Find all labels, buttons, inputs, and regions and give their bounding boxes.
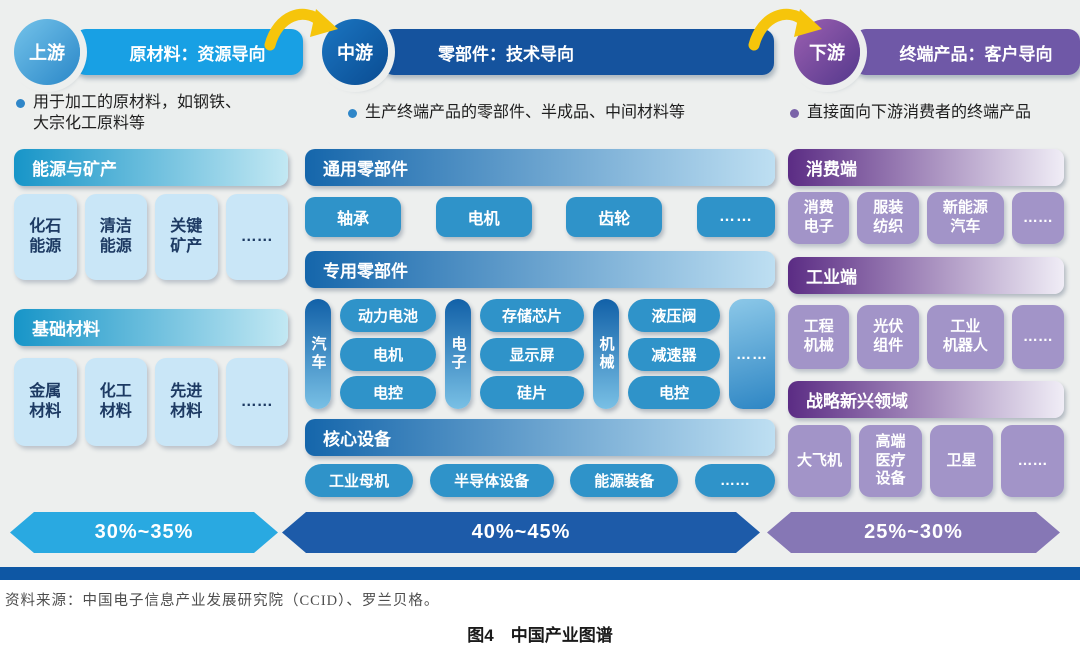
- source-note: 资料来源：中国电子信息产业发展研究院（CCID）、罗兰贝格。: [5, 593, 440, 609]
- strategic-emerging-cards: 大飞机 高端 医疗 设备 卫星 ……: [788, 425, 1064, 497]
- upstream-description: 用于加工的原材料，如钢铁、 大宗化工原料等: [16, 93, 316, 135]
- card-clean-energy: 清洁 能源: [84, 194, 147, 280]
- special-components-groups: 汽车 动力电池 电机 电控 电子 存储芯片 显示屏 硅片 机械 液压阀 减速器 …: [305, 299, 775, 409]
- machinery-items: 液压阀 减速器 电控: [628, 299, 720, 409]
- downstream-circle-label: 下游: [809, 43, 845, 63]
- item-silicon: 硅片: [480, 376, 584, 409]
- automotive-items: 动力电池 电机 电控: [340, 299, 436, 409]
- upstream-description-text: 用于加工的原材料，如钢铁、 大宗化工原料等: [33, 94, 242, 132]
- upstream-column: 能源与矿产 化石 能源 清洁 能源 关键 矿产 …… 基础材料 金属 材料 化工…: [14, 149, 288, 446]
- item-bearing: 轴承: [305, 197, 401, 237]
- upstream-share-ribbon: 30%~35%: [10, 512, 278, 553]
- upstream-header-bar: 原材料：资源导向: [74, 29, 303, 75]
- diagram-panel: 原材料：资源导向 上游 零部件：技术导向 中游 终端产品：客户导向 下游 用于加…: [0, 0, 1080, 580]
- card-pv-modules: 光伏 组件: [857, 305, 919, 369]
- downstream-header-bar: 终端产品：客户导向: [854, 29, 1080, 75]
- card-consumer-electronics: 消费 电子: [788, 192, 850, 244]
- card-satellite: 卫星: [930, 425, 993, 497]
- upstream-header-label: 原材料：资源导向: [129, 44, 266, 64]
- figure-caption: 图4 中国产业图谱: [467, 626, 613, 645]
- group-label-electronics: 电子: [445, 299, 471, 409]
- downstream-column: 消费端 消费 电子 服装 纺织 新能源 汽车 …… 工业端 工程 机械 光伏 组…: [788, 149, 1065, 497]
- consumer-cards: 消费 电子 服装 纺织 新能源 汽车 ……: [788, 192, 1065, 244]
- flow-arrow-icon: [264, 8, 338, 51]
- item-e-control: 电控: [628, 376, 720, 409]
- section-header-energy-minerals: 能源与矿产: [14, 149, 288, 186]
- item-gear: 齿轮: [566, 197, 663, 237]
- basic-materials-cards: 金属 材料 化工 材料 先进 材料 ……: [14, 358, 288, 446]
- card-apparel-textile: 服装 纺织: [857, 192, 919, 244]
- item-e-control: 电控: [340, 376, 436, 409]
- group-more: ……: [729, 299, 775, 409]
- upstream-circle: 上游: [14, 19, 80, 85]
- item-power-battery: 动力电池: [340, 299, 436, 332]
- group-label-machinery: 机械: [593, 299, 619, 409]
- industrial-cards: 工程 机械 光伏 组件 工业 机器人 ……: [788, 305, 1065, 369]
- bullet-dot-icon: [348, 109, 357, 118]
- upstream-circle-label: 上游: [29, 43, 65, 63]
- item-semi-equipment: 半导体设备: [429, 464, 554, 497]
- midstream-description: 生产终端产品的零部件、半成品、中间材料等: [348, 103, 778, 124]
- item-hydraulic-valve: 液压阀: [628, 299, 720, 332]
- item-motor: 电机: [435, 197, 532, 237]
- card-more: ……: [1011, 192, 1065, 244]
- section-header-industrial: 工业端: [788, 257, 1064, 294]
- section-header-consumer: 消费端: [788, 149, 1064, 186]
- downstream-header-label: 终端产品：客户导向: [899, 44, 1053, 64]
- group-label-automotive: 汽车: [305, 299, 331, 409]
- section-header-strategic-emerging: 战略新兴领域: [788, 381, 1064, 418]
- card-industrial-robots: 工业 机器人: [926, 305, 1004, 369]
- energy-minerals-cards: 化石 能源 清洁 能源 关键 矿产 ……: [14, 194, 288, 280]
- downstream-share-ribbon: 25%~30%: [767, 512, 1060, 553]
- bullet-dot-icon: [790, 109, 799, 118]
- item-machine-tools: 工业母机: [305, 464, 413, 497]
- card-fossil-energy: 化石 能源: [14, 194, 77, 280]
- card-large-aircraft: 大飞机: [788, 425, 851, 497]
- card-advanced-materials: 先进 材料: [155, 358, 218, 446]
- downstream-description: 直接面向下游消费者的终端产品: [790, 103, 1075, 124]
- section-header-basic-materials: 基础材料: [14, 309, 288, 346]
- card-nev: 新能源 汽车: [926, 192, 1004, 244]
- midstream-circle-label: 中游: [337, 43, 373, 63]
- item-energy-equipment: 能源装备: [570, 464, 679, 497]
- midstream-header-label: 零部件：技术导向: [438, 44, 574, 64]
- midstream-share-ribbon: 40%~45%: [282, 512, 760, 553]
- flow-arrow-icon: [748, 8, 822, 51]
- electronics-items: 存储芯片 显示屏 硅片: [480, 299, 584, 409]
- item-motor: 电机: [340, 337, 436, 371]
- card-key-minerals: 关键 矿产: [155, 194, 218, 280]
- card-more: ……: [225, 358, 288, 446]
- card-chemical-materials: 化工 材料: [84, 358, 147, 446]
- midstream-header-bar: 零部件：技术导向: [382, 29, 774, 75]
- downstream-description-text: 直接面向下游消费者的终端产品: [807, 104, 1032, 121]
- general-components-items: 轴承 电机 齿轮 ……: [305, 197, 775, 237]
- item-memory-chip: 存储芯片: [480, 299, 584, 332]
- midstream-description-text: 生产终端产品的零部件、半成品、中间材料等: [365, 104, 686, 121]
- card-more: ……: [1011, 305, 1065, 369]
- card-more: ……: [225, 194, 288, 280]
- card-more: ……: [1001, 425, 1064, 497]
- section-header-general-components: 通用零部件: [305, 149, 775, 186]
- card-construction-machinery: 工程 机械: [788, 305, 850, 369]
- section-header-core-equipment: 核心设备: [305, 419, 775, 456]
- item-more: ……: [696, 197, 775, 237]
- bullet-dot-icon: [16, 99, 25, 108]
- card-highend-medical: 高端 医疗 设备: [859, 425, 922, 497]
- section-header-special-components: 专用零部件: [305, 251, 775, 288]
- core-equipment-items: 工业母机 半导体设备 能源装备 ……: [305, 464, 775, 497]
- card-metal-materials: 金属 材料: [14, 358, 77, 446]
- item-more: ……: [694, 464, 775, 497]
- item-reducer: 减速器: [628, 337, 720, 371]
- item-display: 显示屏: [480, 337, 584, 371]
- midstream-column: 通用零部件 轴承 电机 齿轮 …… 专用零部件 汽车 动力电池 电机 电控 电子…: [305, 149, 775, 497]
